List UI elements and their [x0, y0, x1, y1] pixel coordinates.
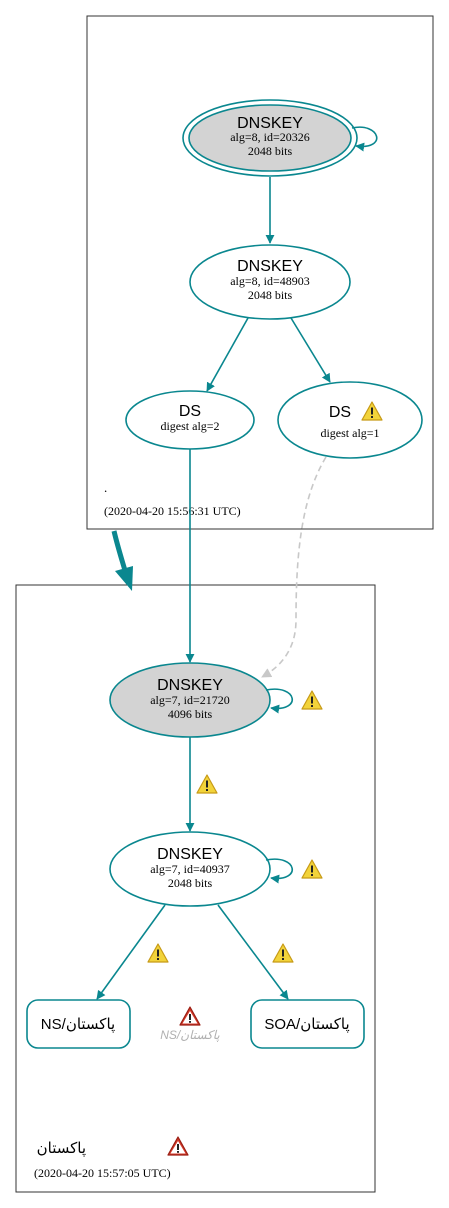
node-ds-digest1[interactable]: DS digest alg=1	[277, 381, 423, 459]
node-root-zsk[interactable]: DNSKEY alg=8, id=48903 2048 bits	[189, 244, 351, 320]
child-ksk-bits: 4096 bits	[168, 707, 213, 721]
child-zsk-bits: 2048 bits	[168, 876, 213, 890]
ds1-title: DS	[329, 404, 351, 421]
zone-root-timestamp: (2020-04-20 15:56:31 UTC)	[104, 504, 241, 518]
root-ksk-self-loop	[351, 126, 378, 152]
edge-zsk-soa	[217, 904, 289, 1000]
zone-child-name: پاکستان	[37, 1140, 86, 1158]
node-root-ksk[interactable]: DNSKEY alg=8, id=20326 2048 bits	[182, 99, 358, 177]
node-soa-record[interactable]: SOA/پاکستان	[250, 999, 365, 1049]
edge-zsk-ns	[96, 904, 166, 1000]
child-zsk-warning-icon[interactable]	[301, 859, 323, 879]
edge-zsk-ns-warning-icon[interactable]	[147, 943, 169, 963]
edge-zsk-soa-warning-icon[interactable]	[272, 943, 294, 963]
ds2-title: DS	[179, 403, 201, 420]
root-ksk-alg: alg=8, id=20326	[230, 130, 310, 144]
child-zsk-title: DNSKEY	[157, 846, 223, 863]
zone-delegation-arrow	[111, 530, 133, 591]
soa-record-label: SOA/پاکستان	[264, 1016, 349, 1034]
edge-ds1-child-ksk-dashed	[261, 456, 327, 678]
ns-record-label: NS/پاکستان	[41, 1016, 115, 1034]
child-ksk-warning-icon[interactable]	[301, 690, 323, 710]
node-ds-digest2[interactable]: DS digest alg=2	[125, 390, 255, 450]
child-ksk-title: DNSKEY	[157, 677, 223, 694]
edge-root-zsk-ds2	[206, 317, 249, 392]
node-ns-record[interactable]: NS/پاکستان	[26, 999, 131, 1049]
node-child-ksk[interactable]: DNSKEY alg=7, id=21720 4096 bits	[109, 662, 271, 738]
child-ksk-self-loop	[265, 688, 293, 714]
ds2-digest: digest alg=2	[160, 419, 219, 433]
child-zsk-alg: alg=7, id=40937	[150, 862, 230, 876]
root-ksk-bits: 2048 bits	[248, 144, 293, 158]
zone-root-name: .	[104, 480, 107, 495]
root-zsk-title: DNSKEY	[237, 258, 303, 275]
ds1-digest: digest alg=1	[320, 426, 379, 440]
child-ksk-alg: alg=7, id=21720	[150, 693, 230, 707]
zone-child-box	[15, 584, 376, 1193]
child-zsk-self-loop	[265, 858, 293, 884]
node-child-zsk[interactable]: DNSKEY alg=7, id=40937 2048 bits	[109, 831, 271, 907]
root-zsk-bits: 2048 bits	[248, 288, 293, 302]
ns-missing-label: NS/پاکستان	[160, 1028, 220, 1042]
edge-root-zsk-ds1	[290, 317, 331, 383]
zone-child-timestamp: (2020-04-20 15:57:05 UTC)	[34, 1166, 171, 1180]
ns-missing-error-icon[interactable]	[179, 1006, 201, 1026]
root-ksk-title: DNSKEY	[237, 115, 303, 132]
zone-root-box	[86, 15, 434, 530]
zone-child-error-icon[interactable]	[167, 1136, 189, 1156]
edge-ksk-zsk-warning-icon[interactable]	[196, 774, 218, 794]
root-zsk-alg: alg=8, id=48903	[230, 274, 310, 288]
